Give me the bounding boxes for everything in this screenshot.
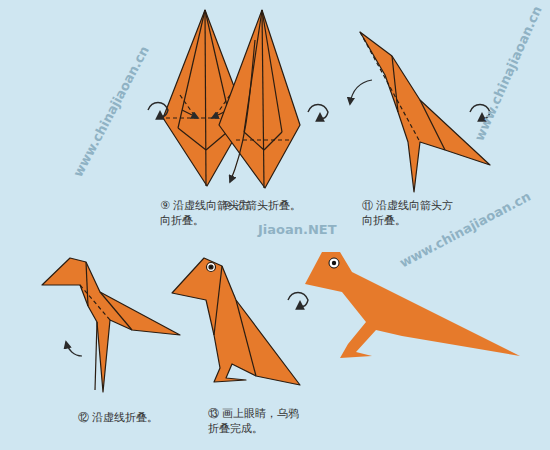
step-arrow <box>308 105 328 119</box>
step-caption: ⑫ 沿虚线折叠。 <box>78 410 159 425</box>
bird-fold <box>360 32 490 192</box>
step-arrow <box>148 103 168 117</box>
step-caption: ⑪ 沿虚线向箭头方向折叠。 <box>362 198 462 228</box>
step-caption: ⑬ 画上眼睛，乌鸦折叠完成。 <box>208 406 308 436</box>
step-arrow <box>288 293 308 307</box>
bird-fold <box>42 258 180 392</box>
kite-base <box>219 10 300 188</box>
watermark: www.chinajiaoan.cn <box>472 4 545 144</box>
step-caption: ⑩ 沿箭头折叠。 <box>222 198 301 213</box>
crow-finished <box>172 258 300 385</box>
watermark: Jiaoan.NET <box>258 222 337 237</box>
final-bird <box>305 252 520 358</box>
watermark: www.chinajiaoan.cn <box>70 43 152 179</box>
